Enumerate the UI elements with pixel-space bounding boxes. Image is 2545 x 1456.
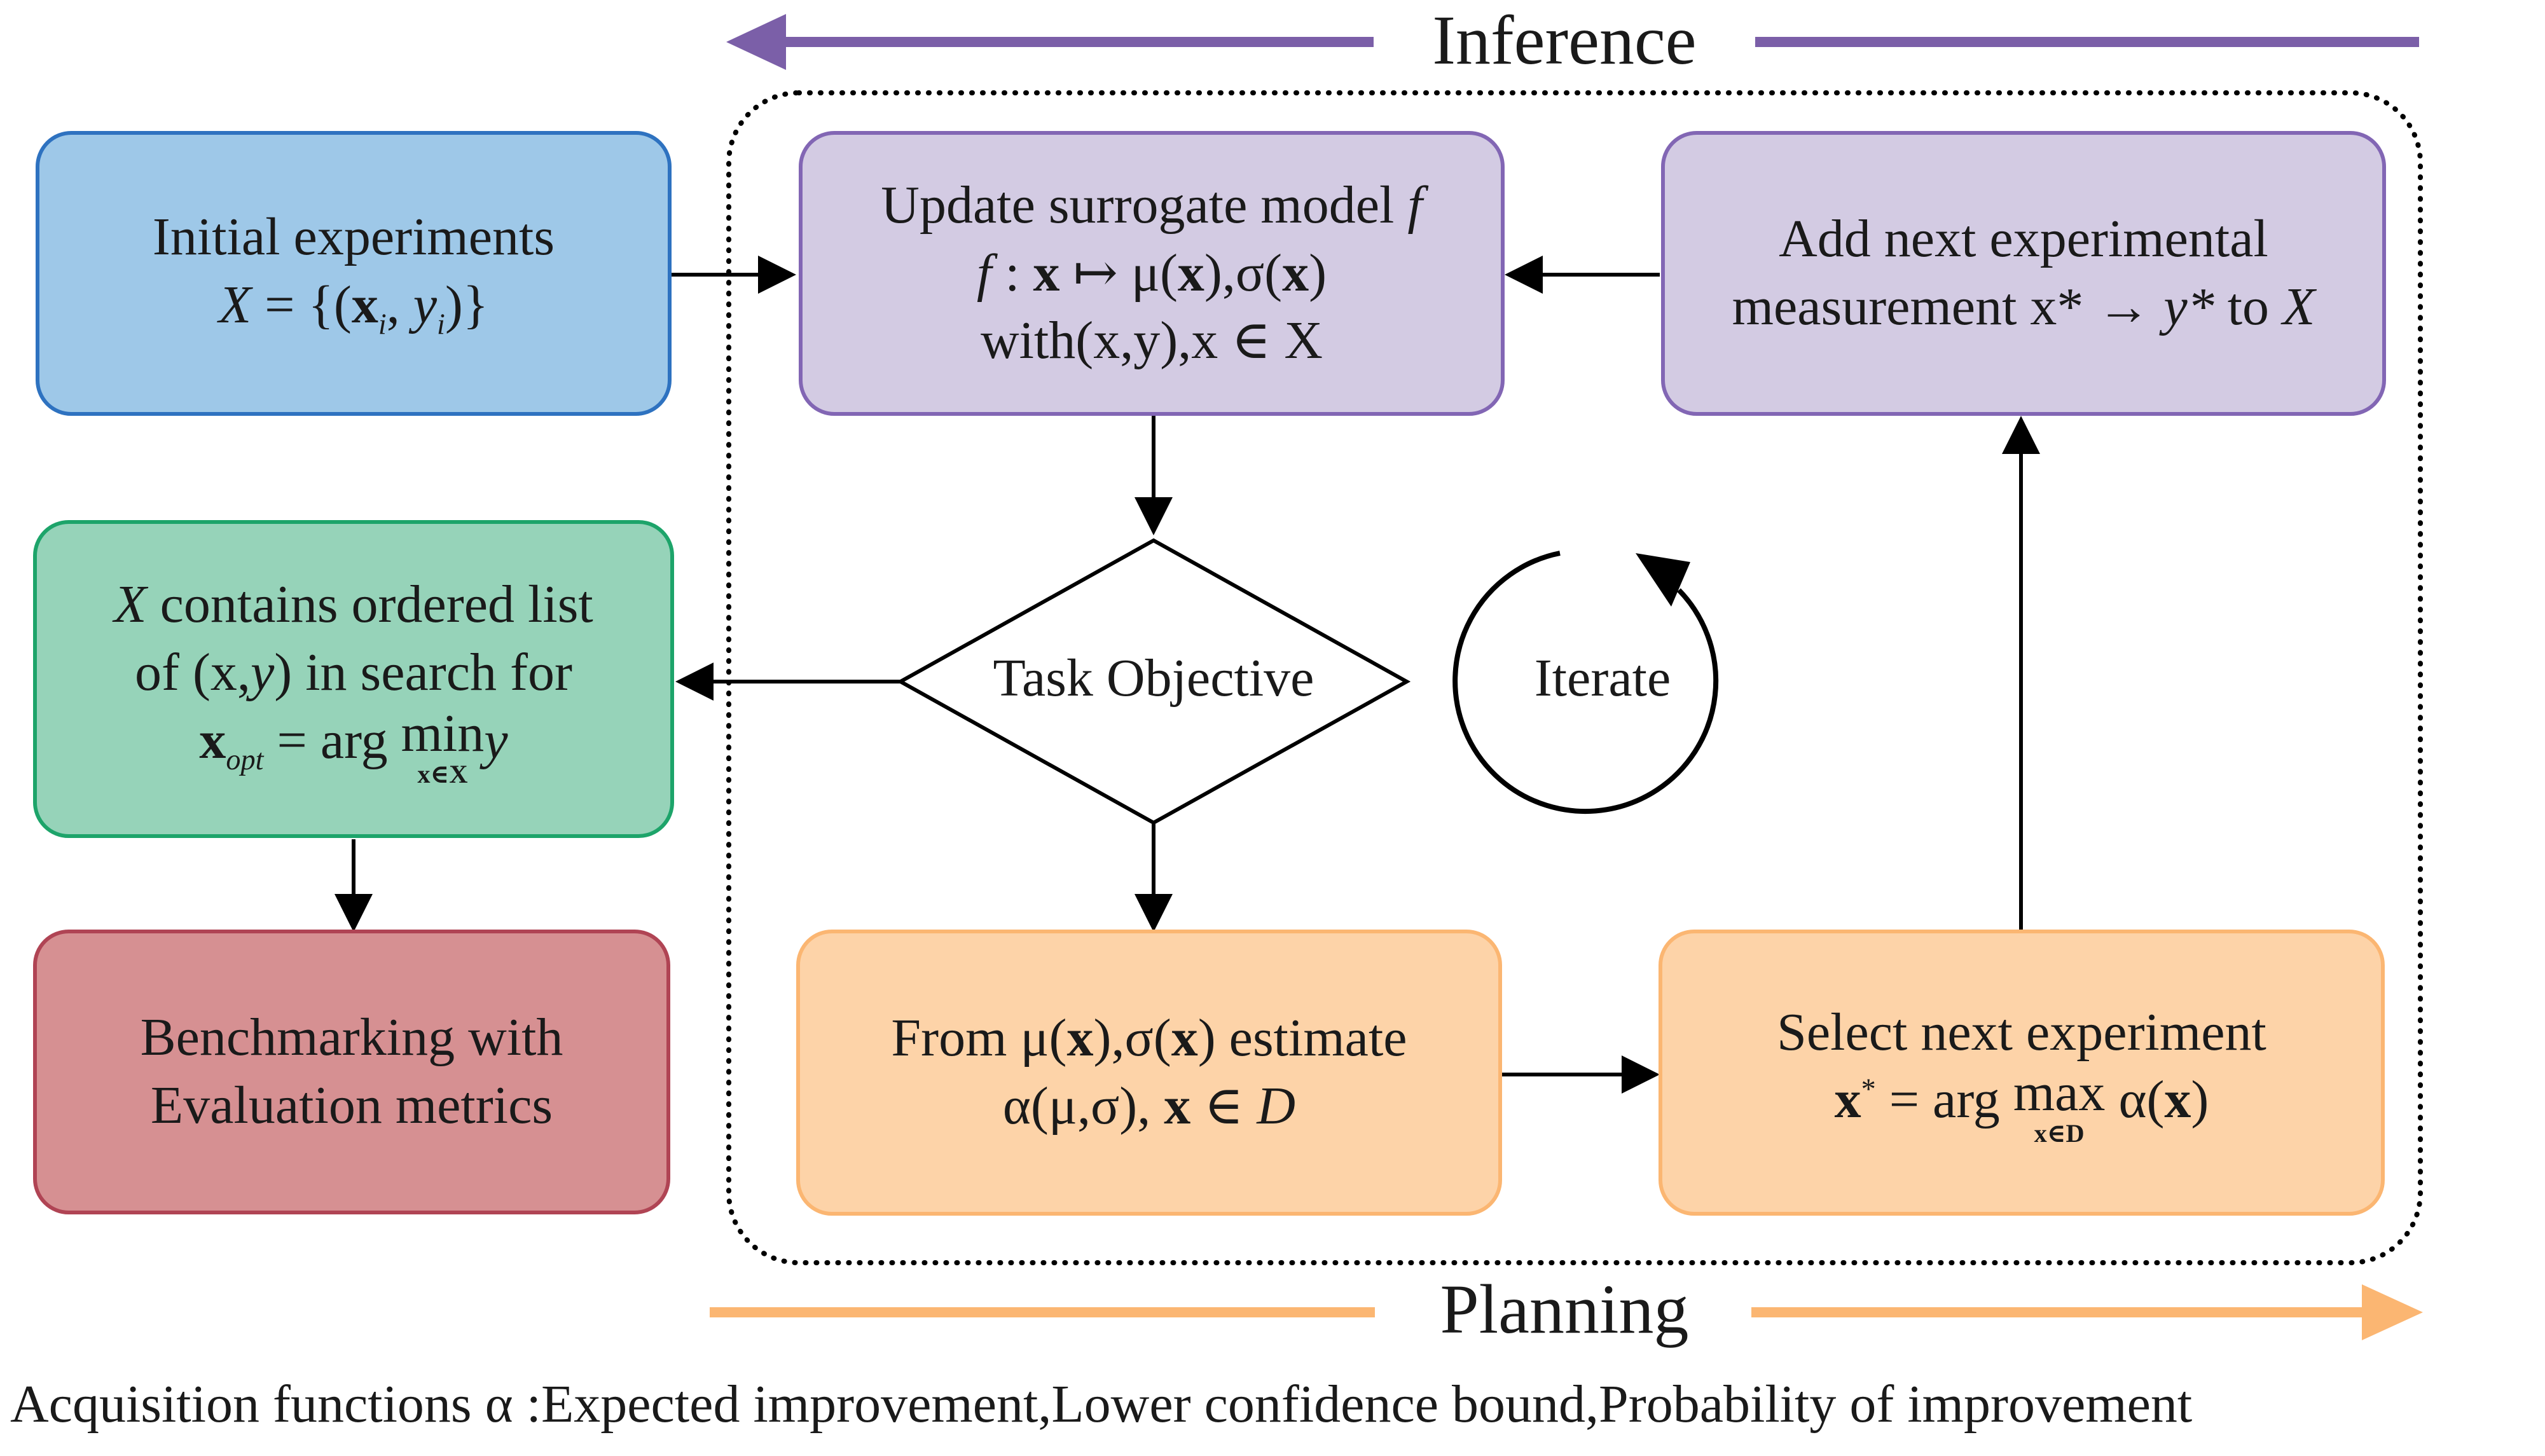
inference-label: Inference	[1432, 1, 1697, 79]
ordered-list-line1: X contains ordered list	[114, 575, 593, 635]
add-measurement-line2: measurement x* → y* to X	[1732, 277, 2315, 336]
update-model-mapping: f : x ↦ μ(x),σ(x)	[976, 243, 1327, 303]
task-objective-diamond	[896, 538, 1411, 825]
select-next-title: Select next experiment	[1777, 1002, 2266, 1062]
inference-arrow	[726, 14, 2419, 70]
benchmarking-line1: Benchmarking with	[140, 1008, 563, 1068]
add-measurement-box: Add next experimental measurement x* → y…	[1661, 131, 2386, 416]
update-surrogate-model-box: Update surrogate model f f : x ↦ μ(x),σ(…	[799, 131, 1505, 416]
task-objective-label: Task Objective	[993, 649, 1314, 708]
iterate-cycle-icon	[1452, 551, 1719, 814]
estimate-line2: α(μ,σ), x ∈ D	[1002, 1076, 1296, 1136]
add-measurement-line1: Add next experimental	[1779, 209, 2268, 269]
initial-experiments-box: Initial experiments X = {(xi, yi)}	[36, 131, 672, 416]
ordered-list-box: X contains ordered list of (x,y) in sear…	[33, 520, 674, 838]
update-model-with: with(x,y),x ∈ X	[980, 311, 1323, 371]
estimate-line1: From μ(x),σ(x) estimate	[891, 1008, 1407, 1068]
acquisition-caption: Acquisition functions α :Expected improv…	[10, 1375, 2193, 1434]
ordered-list-line2: of (x,y) in search for	[134, 642, 573, 702]
estimate-box: From μ(x),σ(x) estimate α(μ,σ), x ∈ D	[796, 930, 1502, 1216]
iteration-region	[726, 90, 2423, 1265]
iterate-label: Iterate	[1534, 649, 1671, 708]
initial-experiments-formula: X = {(xi, yi)}	[218, 275, 489, 340]
update-model-title: Update surrogate model f	[881, 175, 1423, 235]
benchmarking-line2: Evaluation metrics	[150, 1076, 553, 1135]
benchmarking-box: Benchmarking with Evaluation metrics	[33, 930, 670, 1214]
initial-experiments-title: Initial experiments	[152, 207, 555, 267]
planning-label: Planning	[1440, 1270, 1689, 1348]
planning-arrow	[710, 1284, 2423, 1340]
